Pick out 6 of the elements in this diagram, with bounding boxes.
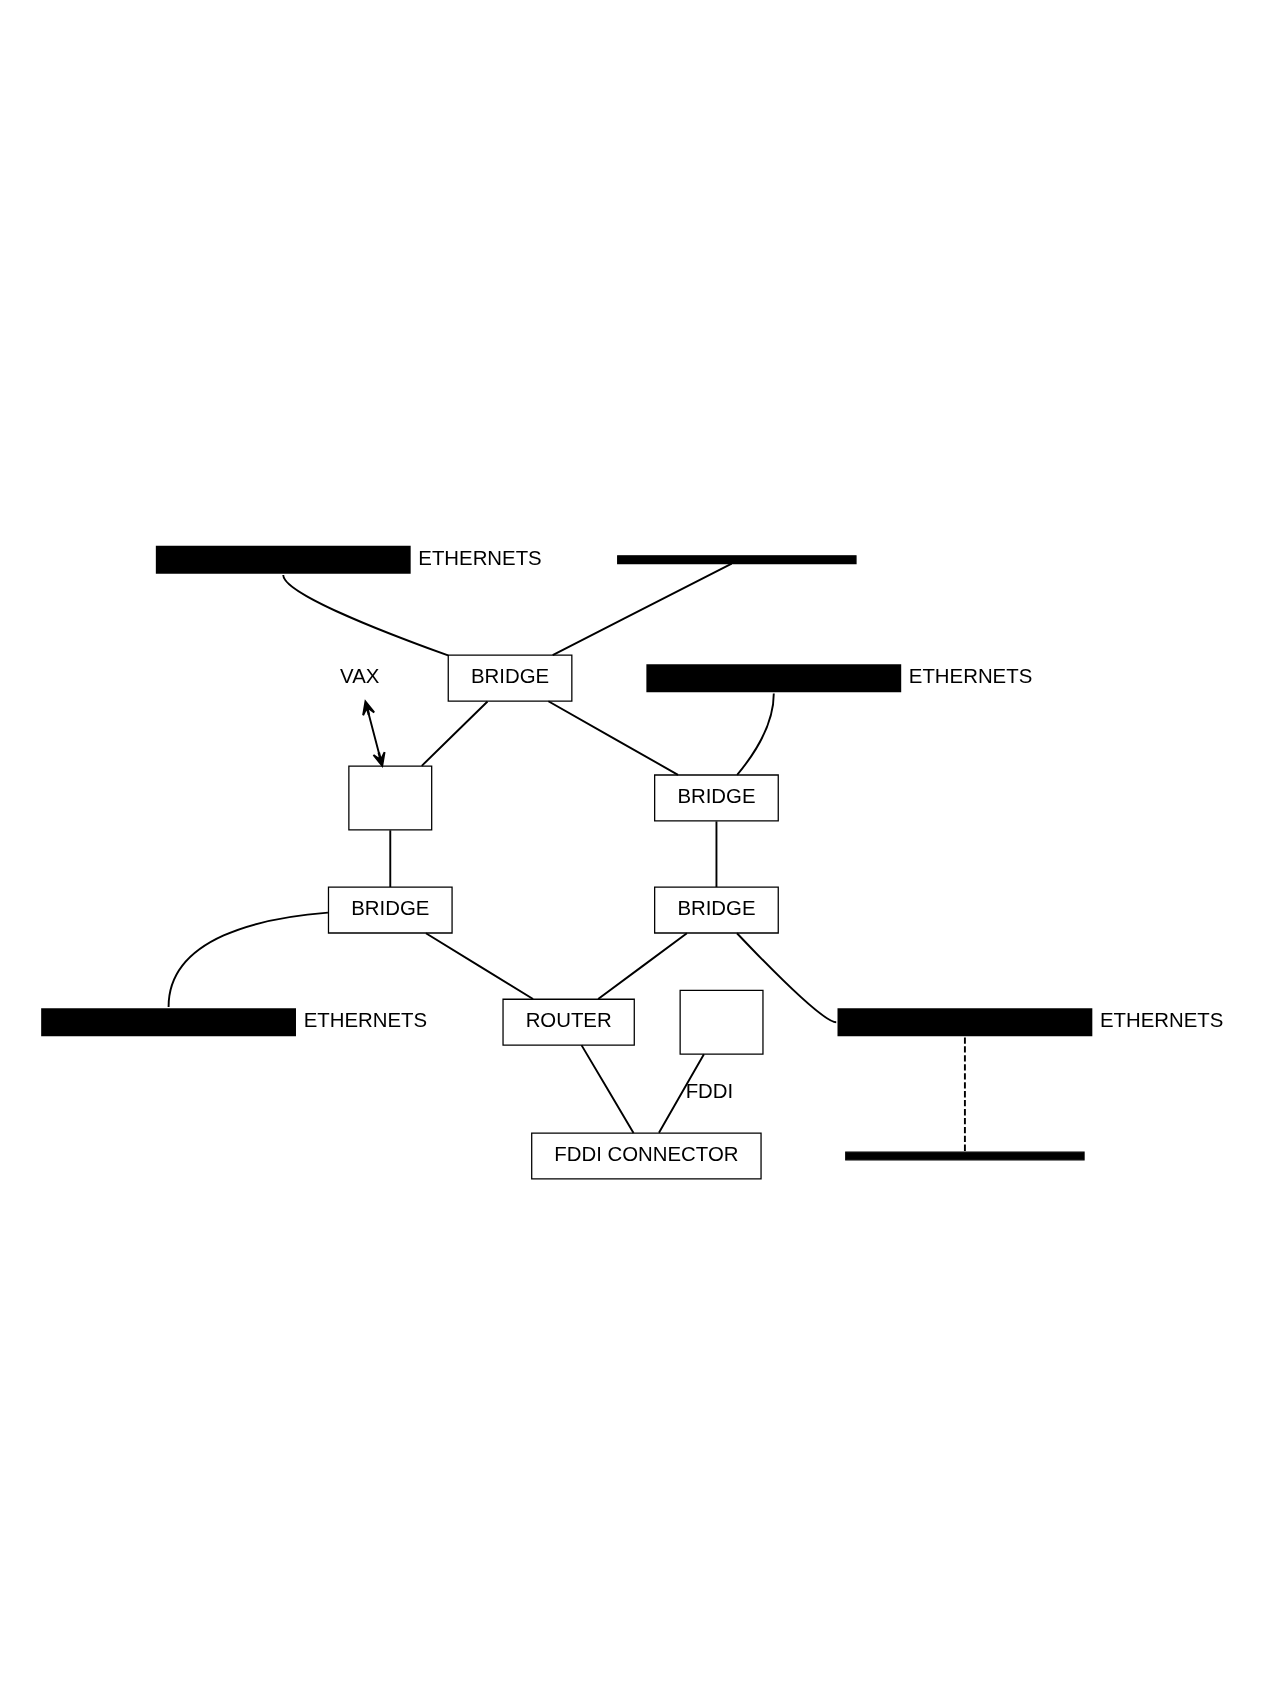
- node-label: ETHERNETS: [418, 546, 542, 569]
- node-text: VAX: [340, 665, 380, 688]
- node-label: ETHERNETS: [303, 1009, 428, 1032]
- node-label: ETHERNETS: [1099, 1009, 1224, 1032]
- node-label: ETHERNETS: [908, 665, 1033, 688]
- edge-label: FDDI: [685, 1080, 734, 1103]
